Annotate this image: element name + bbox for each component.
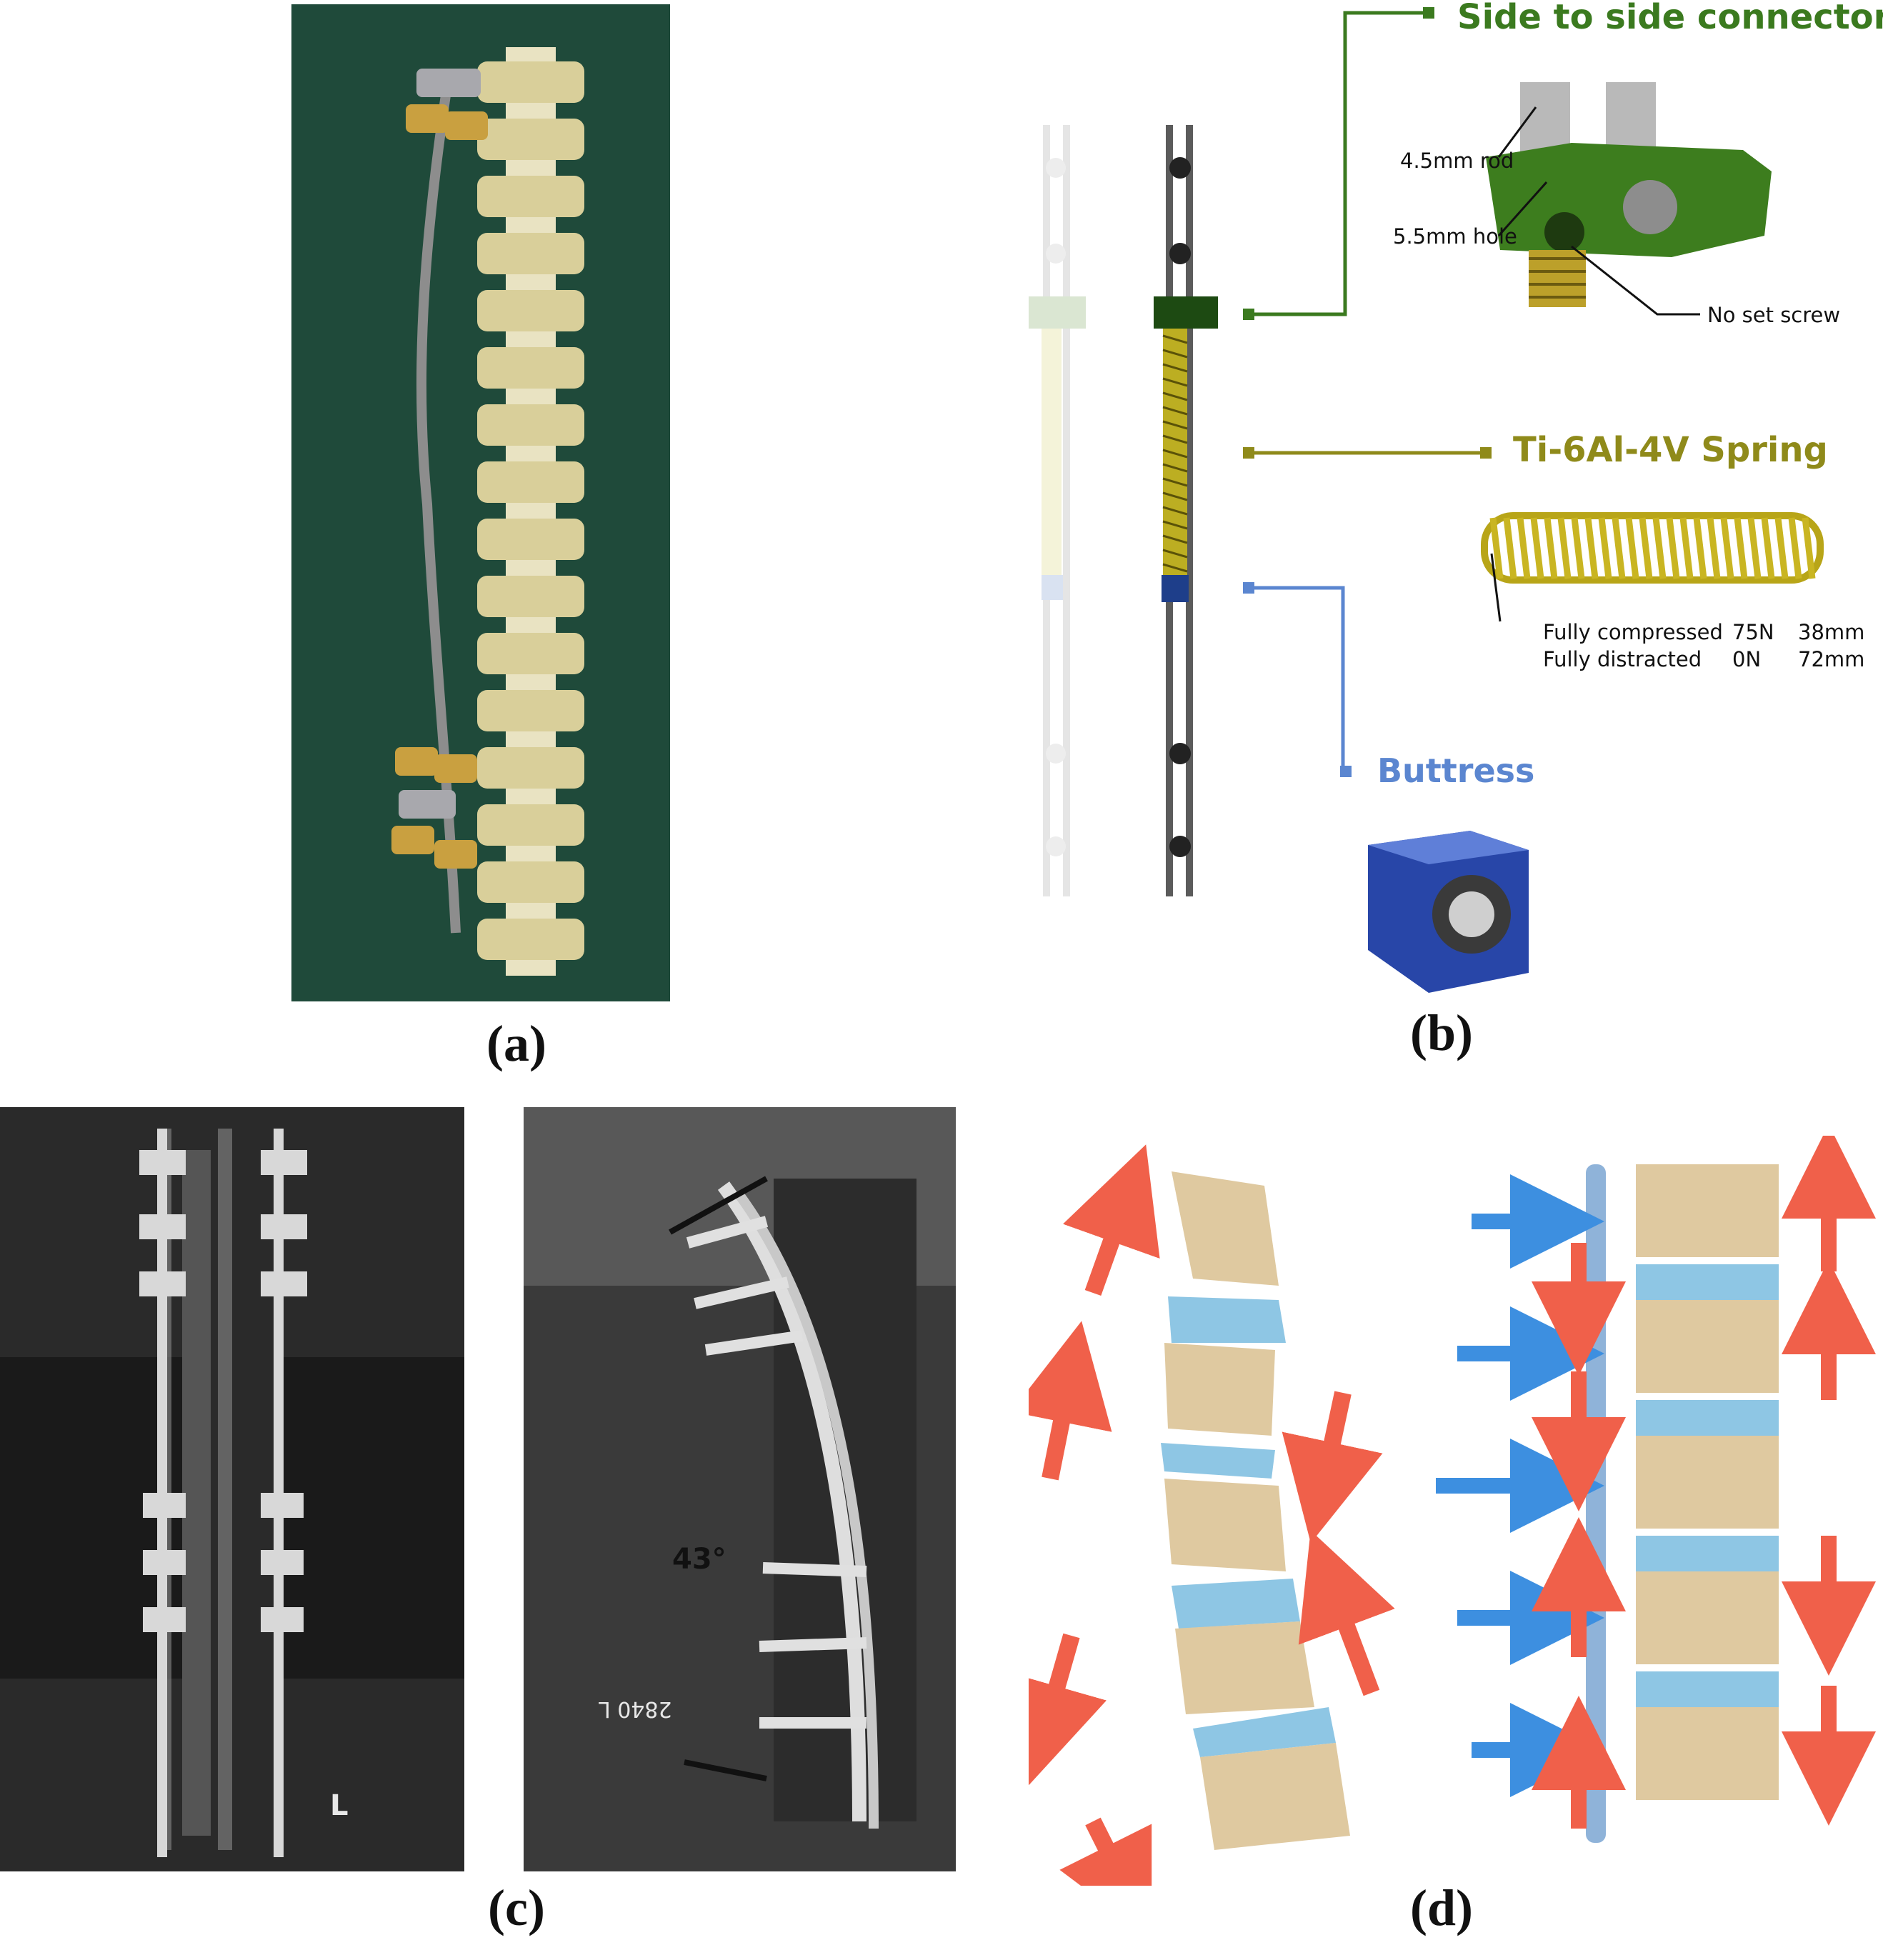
vertebra	[477, 690, 584, 731]
buttress-title: Buttress	[1377, 751, 1535, 790]
vertebra	[477, 233, 584, 274]
vertebra-stack	[477, 47, 584, 976]
panel-d-illustration	[1029, 1136, 1883, 1886]
lat-rod	[717, 1181, 866, 1822]
upper-hardware	[406, 69, 488, 140]
vertebra	[477, 919, 584, 960]
hole-label: 5.5mm hole	[1393, 224, 1517, 249]
panel-a-photo	[291, 4, 670, 1001]
connector-closeup	[1486, 82, 1772, 307]
caption-b: (b)	[1410, 1004, 1473, 1061]
vertebra	[477, 404, 584, 446]
vertebra	[477, 633, 584, 674]
vertebra	[477, 576, 584, 617]
vertebra	[477, 290, 584, 331]
vertebra	[477, 461, 584, 503]
ghost-assembly	[1029, 125, 1086, 896]
blue-force-arrows	[1436, 1174, 1604, 1797]
vertebra	[477, 861, 584, 903]
buttress-leader	[1247, 586, 1352, 774]
connector-title: Side to side connector	[1457, 0, 1883, 37]
vertebra	[477, 61, 584, 103]
main-assembly	[1154, 125, 1218, 896]
vertebra	[477, 347, 584, 389]
red-force-arrows-right	[1532, 1136, 1876, 1829]
xray-ap-image	[0, 1107, 464, 1871]
caption-a: (a)	[486, 1015, 546, 1072]
connector-leader	[1247, 11, 1429, 316]
panel-c-xray-lat: 43° 2840 L	[524, 1107, 956, 1871]
xray-ap-marker: L	[330, 1789, 349, 1822]
caption-d: (d)	[1410, 1879, 1473, 1936]
panel-b-device: Side to side connector 4.5mm rod 5.5mm h…	[1029, 0, 1883, 1029]
screw-label: No set screw	[1707, 303, 1841, 327]
biomechanics-illustration	[1029, 1136, 1876, 1886]
vertebra	[477, 119, 584, 160]
spring-title: Ti-6Al-4V Spring	[1513, 430, 1828, 470]
cobb-line-lower	[684, 1759, 767, 1781]
cobb-angle-label: 43°	[672, 1543, 726, 1576]
curved-spine	[1161, 1171, 1350, 1850]
spine-model-photo	[291, 4, 670, 1001]
xray-lat-image	[524, 1107, 956, 1871]
vertebra	[477, 804, 584, 846]
lower-hardware	[391, 747, 477, 869]
straight-spine	[1586, 1164, 1779, 1843]
vertebra	[477, 176, 584, 217]
spring-closeup	[1481, 512, 1824, 584]
panel-c-xray-ap: L	[0, 1107, 464, 1871]
red-force-arrows-left	[1029, 1144, 1395, 1886]
buttress-closeup	[1368, 831, 1529, 993]
xray-lat-marker: 2840 L	[599, 1696, 672, 1721]
device-schematic	[1029, 7, 1824, 993]
cobb-line-upper	[669, 1176, 768, 1235]
vertebra	[477, 747, 584, 789]
caption-c: (c)	[488, 1879, 545, 1936]
rod-label: 4.5mm rod	[1400, 149, 1514, 173]
vertebra	[477, 519, 584, 560]
